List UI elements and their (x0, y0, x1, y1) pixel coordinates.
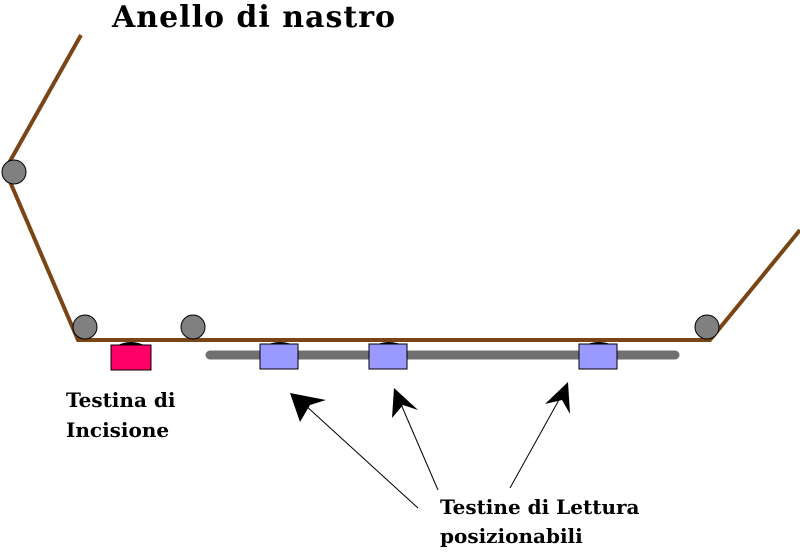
pointer-arrow-1 (290, 393, 419, 509)
pointer-arrow-3 (509, 382, 570, 489)
read-head-1 (259, 342, 299, 370)
guide-roller-left (1, 159, 27, 185)
guide-roller-middle (180, 314, 206, 340)
record-head-label-line1: Testina di (66, 388, 176, 412)
guide-roller-right (694, 314, 720, 340)
diagram-title: Anello di nastro (112, 0, 397, 35)
read-heads-label-line2: posizionabili (440, 524, 583, 548)
read-heads-label-line1: Testine di Lettura (440, 495, 640, 519)
record-head-label-line2: Incisione (66, 418, 170, 442)
record-head (110, 342, 152, 371)
guide-roller-bottom-left (72, 314, 98, 340)
pointer-arrow-2 (392, 388, 439, 491)
read-head-3 (578, 342, 618, 370)
read-head-2 (368, 342, 408, 370)
tape-loop (2, 34, 800, 342)
